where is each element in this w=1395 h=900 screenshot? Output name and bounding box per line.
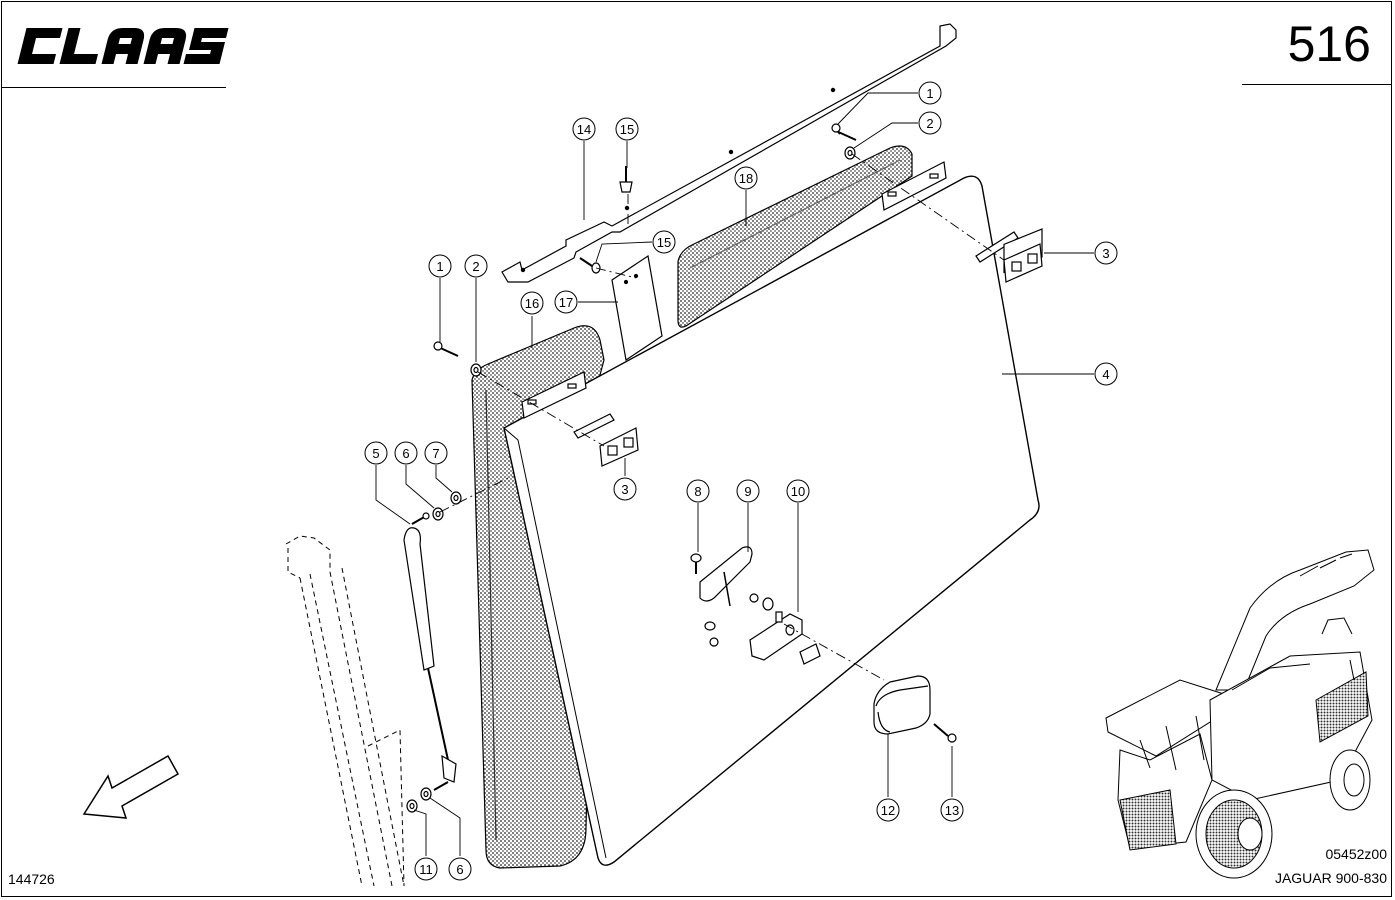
handle-12 xyxy=(873,675,931,735)
callout-3-lower: 3 xyxy=(613,477,637,501)
callout-1-upper: 1 xyxy=(918,81,942,105)
alignment-lines xyxy=(439,153,1005,681)
svg-text:3: 3 xyxy=(1102,246,1109,261)
seal-strip-14 xyxy=(501,23,957,283)
svg-text:15: 15 xyxy=(657,235,671,250)
lock-10 xyxy=(749,593,821,665)
callout-14: 14 xyxy=(572,117,596,141)
harvester-thumbnail xyxy=(1105,549,1375,879)
svg-text:7: 7 xyxy=(432,446,439,461)
drawing-number: 144726 xyxy=(8,871,55,887)
nut-11 xyxy=(406,799,418,813)
washer-2-upper xyxy=(844,146,856,160)
svg-text:1: 1 xyxy=(436,259,443,274)
svg-text:14: 14 xyxy=(577,122,591,137)
callout-17: 17 xyxy=(554,290,578,314)
insulation-mat-18 xyxy=(677,145,913,328)
callout-10: 10 xyxy=(786,479,810,503)
callout-11: 11 xyxy=(414,857,438,881)
svg-text:2: 2 xyxy=(472,259,479,274)
washer-6-lower xyxy=(420,787,432,801)
callout-3-upper: 3 xyxy=(1094,241,1118,265)
leader-lines xyxy=(375,92,1094,856)
upper-bracket xyxy=(521,161,947,419)
screw-15-top xyxy=(619,166,633,193)
callout-18: 18 xyxy=(734,166,758,190)
callout-4: 4 xyxy=(1094,362,1118,386)
svg-text:16: 16 xyxy=(525,296,539,311)
callout-2-left: 2 xyxy=(464,254,488,278)
direction-arrow xyxy=(82,754,180,819)
callout-7: 7 xyxy=(424,441,448,465)
svg-text:6: 6 xyxy=(456,862,463,877)
gas-spring-5 xyxy=(403,512,457,791)
svg-text:9: 9 xyxy=(744,484,751,499)
figure-code: 05452z00 xyxy=(1325,846,1387,862)
header-rule-left xyxy=(2,87,226,88)
svg-text:2: 2 xyxy=(926,116,933,131)
nut-7 xyxy=(450,491,462,505)
svg-text:11: 11 xyxy=(419,862,433,877)
hinge-3-upper xyxy=(975,228,1043,283)
callout-15-top: 15 xyxy=(615,117,639,141)
callout-13: 13 xyxy=(940,798,964,822)
svg-text:10: 10 xyxy=(791,484,805,499)
page-number: 516 xyxy=(1287,16,1371,72)
callout-9: 9 xyxy=(736,479,760,503)
svg-text:12: 12 xyxy=(881,803,895,818)
screw-1-left xyxy=(433,341,459,357)
callout-6-lower: 6 xyxy=(448,857,472,881)
svg-text:3: 3 xyxy=(621,482,628,497)
frame-post xyxy=(285,535,405,887)
cover-panel-4 xyxy=(503,175,1040,866)
callout-15-side: 15 xyxy=(652,230,676,254)
svg-text:13: 13 xyxy=(945,803,959,818)
svg-text:17: 17 xyxy=(559,295,573,310)
svg-text:4: 4 xyxy=(1102,367,1109,382)
callout-2-upper: 2 xyxy=(918,111,942,135)
callout-12: 12 xyxy=(876,798,900,822)
svg-text:1: 1 xyxy=(926,86,933,101)
svg-text:18: 18 xyxy=(739,171,753,186)
svg-text:5: 5 xyxy=(372,446,379,461)
svg-text:6: 6 xyxy=(402,446,409,461)
washer-2-left xyxy=(470,363,482,377)
callout-6-upper: 6 xyxy=(394,441,418,465)
callout-8: 8 xyxy=(686,479,710,503)
callout-5: 5 xyxy=(364,441,388,465)
hinge-3-lower xyxy=(573,413,639,467)
latch-9 xyxy=(699,546,753,647)
svg-text:15: 15 xyxy=(620,122,634,137)
washer-6-upper xyxy=(432,507,444,521)
model-name: JAGUAR 900-830 xyxy=(1274,870,1387,886)
header-rule-right xyxy=(1242,84,1392,85)
callout-16: 16 xyxy=(520,291,544,315)
svg-text:8: 8 xyxy=(694,484,701,499)
screw-8 xyxy=(690,553,702,574)
claas-logo xyxy=(17,28,229,64)
bracket-17 xyxy=(611,254,663,362)
callout-1-left: 1 xyxy=(428,254,452,278)
screw-1-upper xyxy=(831,123,857,141)
screw-13 xyxy=(933,723,957,743)
